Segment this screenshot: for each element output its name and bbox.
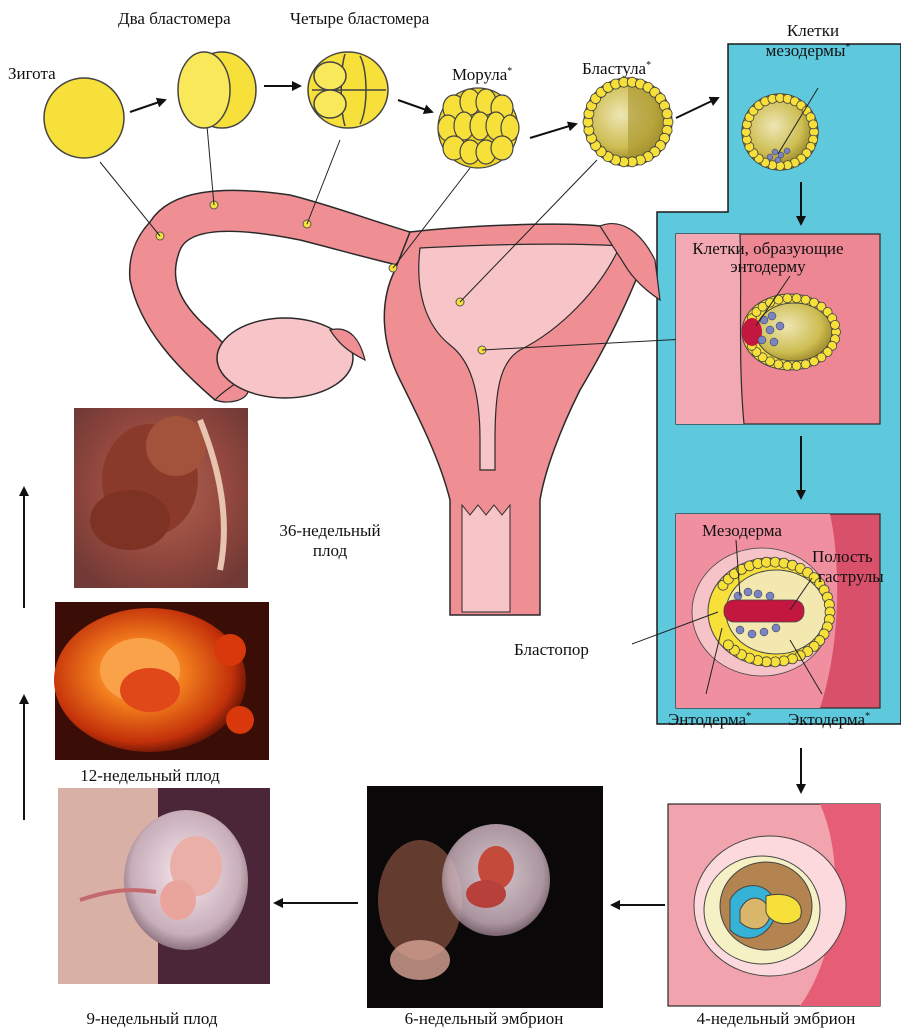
label-endoderm-cells-2: энтодерму — [730, 257, 806, 276]
label-blastopore: Бластопор — [514, 640, 589, 659]
bead-cell — [801, 295, 810, 304]
blastula-cell — [583, 77, 673, 167]
label-gastrula-cavity-2: гаструлы — [818, 567, 884, 586]
label-fetus12: 12-недельный плод — [80, 766, 220, 785]
label-embryo6: 6-недельный эмбрион — [405, 1009, 564, 1028]
bead-cell — [774, 295, 783, 304]
label-gastrula-cavity-1: Полость — [812, 547, 873, 566]
label-two-blastomeres: Два бластомера — [118, 9, 231, 28]
label-fetus36-1: 36-недельный — [279, 521, 380, 540]
four-blastomeres-cell — [308, 52, 388, 128]
label-morula: Морула* — [452, 65, 512, 84]
fetus-9-week-photo — [58, 788, 270, 984]
bead-cell — [810, 357, 819, 366]
label-mesoderm-cells-2: мезодермы* — [766, 41, 851, 60]
bead-cell — [792, 294, 801, 303]
label-ectoderm: Эктодерма* — [788, 710, 870, 729]
bead-cell — [792, 361, 801, 370]
bead-cell — [831, 320, 840, 329]
label-mesoderm-cells-1: Клетки — [787, 21, 839, 40]
label-endoderm-cells-1: Клетки, образующие — [692, 239, 843, 258]
embryo-6-week-photo — [367, 786, 603, 1008]
label-fetus36-2: плод — [313, 541, 348, 560]
bead-cell — [809, 120, 818, 129]
label-blastula: Бластула* — [582, 59, 651, 78]
fetus-36-week-photo — [74, 408, 248, 588]
bead-cell — [662, 109, 672, 119]
label-fetus9: 9-недельный плод — [86, 1009, 217, 1028]
label-endoderm: Энтодерма* — [668, 710, 751, 729]
bead-cell — [783, 361, 792, 370]
bead-cell — [801, 360, 810, 369]
label-zygote: Зигота — [8, 64, 56, 83]
label-embryo4: 4-недельный эмбрион — [697, 1009, 856, 1028]
bead-cell — [774, 360, 783, 369]
two-blastomeres-cell — [178, 52, 256, 128]
bead-cell — [723, 640, 733, 650]
fetus-12-week-photo — [54, 602, 269, 760]
label-mesoderm: Мезодерма — [702, 521, 782, 540]
zygote-cell — [44, 78, 124, 158]
morula-cell — [438, 88, 519, 168]
bead-cell — [783, 294, 792, 303]
embryo4-box — [668, 804, 880, 1006]
label-four-blastomeres: Четыре бластомера — [290, 9, 430, 28]
